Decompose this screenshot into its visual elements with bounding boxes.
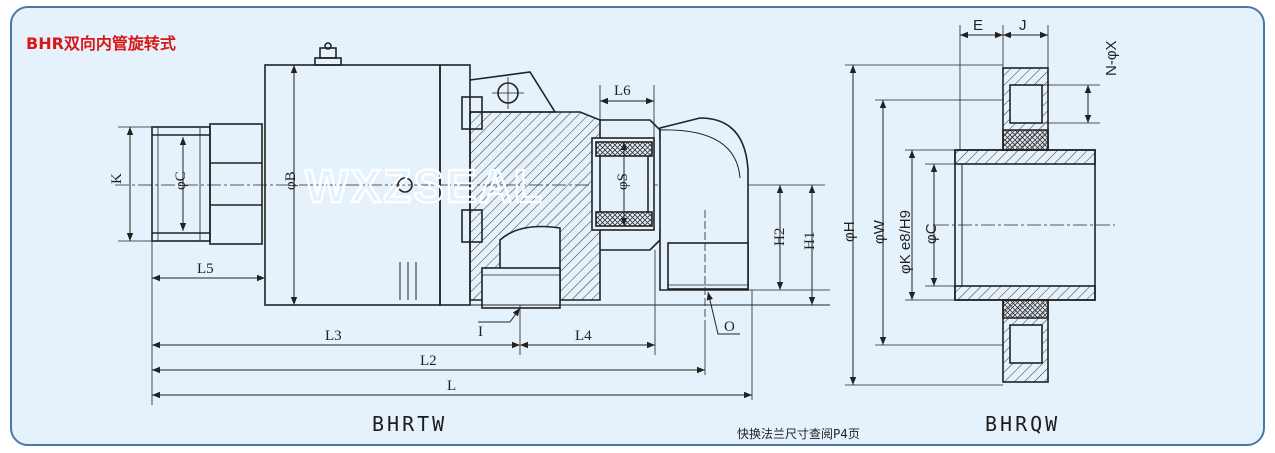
dim-label-h2: H2 <box>772 228 788 246</box>
dim-label-l4: L4 <box>575 328 592 344</box>
dim-label-s: φS <box>615 173 631 190</box>
dim-label-k: K <box>109 173 125 184</box>
dim-label-l6: L6 <box>614 83 631 99</box>
flange-note: 快换法兰尺寸查阅P4页 <box>737 427 860 441</box>
dim-label-c-right: φC <box>923 223 940 244</box>
dim-label-h1: H1 <box>802 232 818 250</box>
dim-label-l: L <box>447 378 456 394</box>
model-label-bhrtw: BHRTW <box>372 412 448 436</box>
dim-label-o: O <box>724 319 735 335</box>
dim-label-w: φW <box>871 219 888 244</box>
dim-label-j: J <box>1019 17 1027 34</box>
dim-label-e: E <box>973 17 983 34</box>
dim-label-c: φC <box>173 171 189 190</box>
watermark: WXZSEAL <box>305 160 544 212</box>
dim-label-i: I <box>478 324 483 340</box>
bhrqw-dimension-labels: E J N-φX φH φW φK e8/H9 φC <box>841 17 1120 274</box>
dim-label-l5: L5 <box>197 261 214 277</box>
bhrtw-view <box>115 42 830 405</box>
dim-label-b: φB <box>283 171 299 190</box>
model-label-bhrqw: BHRQW <box>985 412 1061 436</box>
page-title: BHR双向内管旋转式 <box>26 34 176 53</box>
dim-label-l3: L3 <box>325 328 342 344</box>
bhrtw-dimension-labels: K φC φB φS L6 L5 L3 L4 L2 L I O H2 H1 <box>109 83 818 394</box>
dim-label-n-x: N-φX <box>1103 40 1120 76</box>
dim-label-l2: L2 <box>420 353 437 369</box>
dim-label-h: φH <box>841 221 858 242</box>
dim-label-k-fit: φK e8/H9 <box>897 210 914 274</box>
bhrqw-view <box>845 25 1115 386</box>
